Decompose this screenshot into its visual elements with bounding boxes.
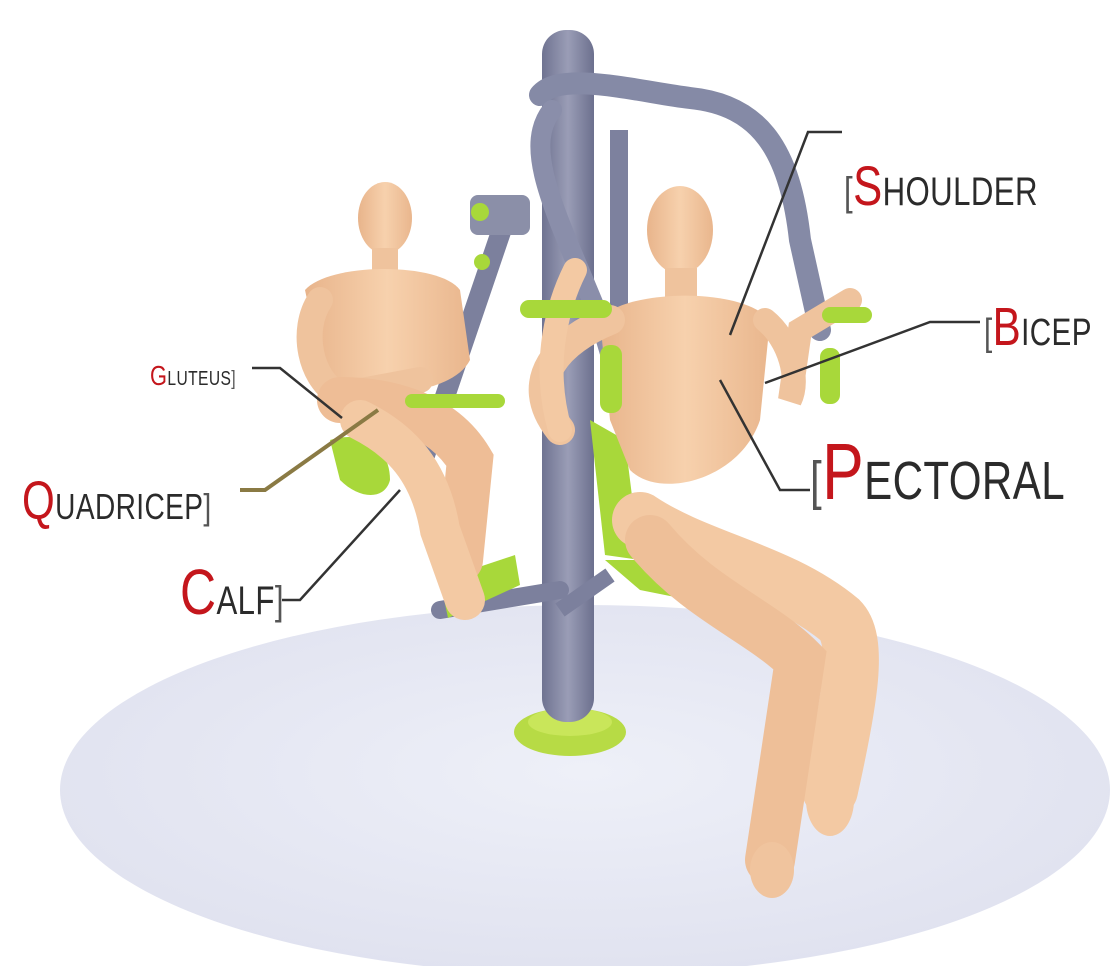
label-shoulder: [SHOULDER <box>844 158 1038 214</box>
calf-leader <box>282 490 400 600</box>
label-bicep: [BICEP <box>984 300 1092 354</box>
front-left-handle <box>520 300 612 318</box>
label-quadricep: QUADRICEP] <box>22 474 212 528</box>
label-gluteus: GLUTEUS] <box>150 362 236 390</box>
front-left-grip <box>600 345 622 413</box>
front-right-handle <box>822 307 872 323</box>
label-pectoral: [PECTORAL <box>810 432 1065 512</box>
label-calf: CALF] <box>180 560 284 624</box>
